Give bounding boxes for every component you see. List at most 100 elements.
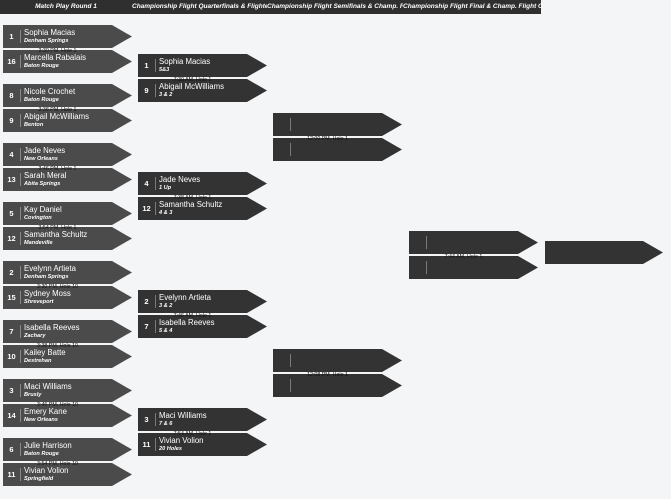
slot-divider bbox=[290, 118, 291, 131]
slot-divider bbox=[20, 55, 21, 68]
player-name: Vivian Volion bbox=[159, 436, 204, 445]
player-name: Abigail McWilliams bbox=[24, 112, 89, 121]
seed-number: 9 bbox=[144, 86, 149, 95]
player-name: Julie Harrison bbox=[24, 441, 72, 450]
slot-divider bbox=[290, 354, 291, 367]
match-time: 3:46 PM, Hole 10 bbox=[37, 402, 78, 408]
player-detail: Abita Springs bbox=[24, 181, 61, 187]
seed-number: 11 bbox=[7, 470, 16, 479]
seed-number: 15 bbox=[7, 293, 16, 302]
slot-divider bbox=[155, 438, 156, 451]
match-time: 7:38 AM, Hole 1 bbox=[173, 195, 212, 201]
player-detail: 5&3 bbox=[159, 67, 170, 73]
seed-number: 8 bbox=[9, 91, 14, 100]
seed-number: 12 bbox=[7, 234, 16, 243]
seed-number: 4 bbox=[9, 150, 14, 159]
player-name: Sophia Macias bbox=[24, 28, 76, 37]
player-name: Marcella Rabalais bbox=[24, 53, 86, 62]
seed-number bbox=[409, 231, 426, 254]
slot-divider bbox=[290, 379, 291, 392]
slot-divider bbox=[20, 409, 21, 422]
player-detail: Benton bbox=[24, 122, 44, 128]
slot-divider bbox=[20, 325, 21, 338]
player-detail: Denham Springs bbox=[24, 38, 69, 44]
seed-number bbox=[273, 349, 290, 372]
player-name: Abigail McWilliams bbox=[159, 82, 224, 91]
player-name: Nicole Crochet bbox=[24, 87, 76, 96]
match-time: 7:44 AM, Hole 1 bbox=[444, 254, 483, 260]
match-time: 3:38 PM, Hole 1 bbox=[38, 107, 77, 113]
round-4-title: Championship Flight Final & Champ. Fligh… bbox=[403, 3, 541, 10]
slot-divider bbox=[20, 468, 21, 481]
seed-number: 5 bbox=[9, 209, 14, 218]
round-3-title: Championship Flight Semifinals & Champ. … bbox=[267, 3, 403, 10]
match-time: 3:38 PM, Hole 10 bbox=[37, 343, 78, 349]
player-slot[interactable] bbox=[273, 374, 402, 397]
slot-divider bbox=[426, 261, 427, 274]
player-name: Jade Neves bbox=[24, 146, 66, 155]
player-detail: New Orleans bbox=[24, 417, 58, 423]
slot-divider bbox=[20, 30, 21, 43]
player-detail: Mandeville bbox=[24, 240, 53, 246]
slot-divider bbox=[20, 173, 21, 186]
player-detail: Baton Rouge bbox=[24, 97, 59, 103]
player-slot[interactable] bbox=[273, 113, 402, 136]
player-detail: Baton Rouge bbox=[24, 63, 59, 69]
player-name: Jade Neves bbox=[159, 175, 201, 184]
seed-number bbox=[273, 113, 290, 136]
match-time: 7:54 AM, Hole 1 bbox=[173, 431, 212, 437]
slot-divider bbox=[20, 207, 21, 220]
player-name: Sarah Meral bbox=[24, 171, 67, 180]
player-name: Evelynn Artieta bbox=[24, 264, 77, 273]
rounds-header: Match Play Round 1 Championship Flight Q… bbox=[0, 0, 541, 14]
player-detail: Brusly bbox=[24, 392, 42, 398]
champion-slot[interactable] bbox=[545, 241, 663, 264]
player-detail: Denham Springs bbox=[24, 274, 69, 280]
match-time: 3:54 PM, Hole 10 bbox=[37, 461, 78, 467]
player-detail: 3 & 2 bbox=[159, 92, 173, 98]
seed-number: 1 bbox=[144, 61, 149, 70]
seed-number: 3 bbox=[9, 386, 14, 395]
slot-divider bbox=[155, 59, 156, 72]
player-name: Isabella Reeves bbox=[159, 318, 215, 327]
seed-number: 6 bbox=[9, 445, 14, 454]
player-slot[interactable] bbox=[409, 256, 538, 279]
match-time: 3:54 PM, Hole 1 bbox=[38, 225, 77, 231]
seed-number: 2 bbox=[144, 297, 149, 306]
match-time: 3:30 PM, Hole 1 bbox=[38, 48, 77, 54]
player-slot[interactable] bbox=[273, 349, 402, 372]
player-detail: Covington bbox=[24, 215, 52, 221]
slot-divider bbox=[155, 84, 156, 97]
player-detail: Destrehan bbox=[24, 358, 52, 364]
player-slot[interactable] bbox=[273, 138, 402, 161]
player-slot[interactable] bbox=[409, 231, 538, 254]
player-name: Maci Williams bbox=[24, 382, 72, 391]
player-name: Samantha Schultz bbox=[159, 200, 223, 209]
player-name: Maci Williams bbox=[159, 411, 207, 420]
player-name: Vivian Volion bbox=[24, 466, 69, 475]
